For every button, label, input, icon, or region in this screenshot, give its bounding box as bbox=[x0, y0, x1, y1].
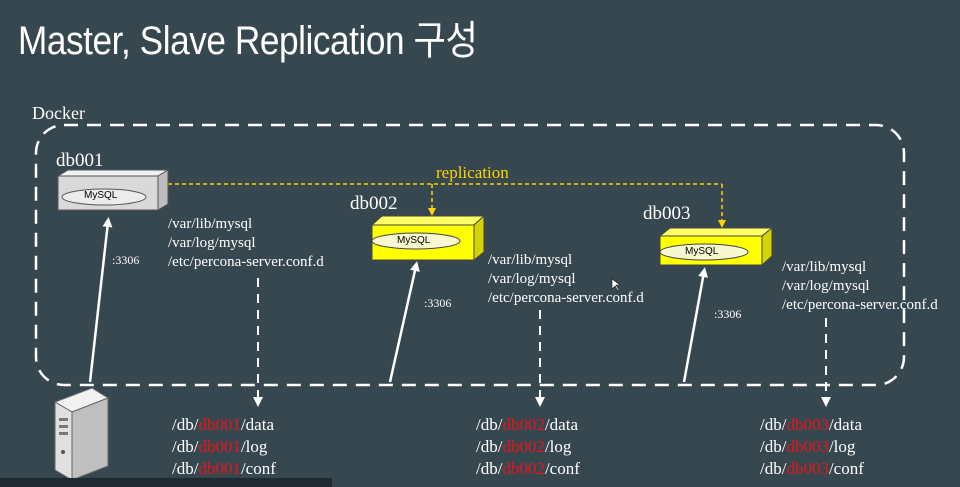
volume-line: /db/db001/data bbox=[172, 415, 274, 434]
db001-volumes: /db/db001/data /db/db001/log /db/db001/c… bbox=[172, 414, 276, 480]
path-line: /var/lib/mysql bbox=[168, 216, 253, 232]
db003-engine: MySQL bbox=[685, 246, 719, 257]
volume-line: /db/db002/data bbox=[476, 415, 578, 434]
db002-engine: MySQL bbox=[397, 235, 431, 246]
path-line: /var/log/mysql bbox=[488, 271, 576, 287]
db002-port: :3306 bbox=[424, 296, 452, 310]
port-arrow-db001 bbox=[88, 217, 113, 383]
volume-line: /db/db002/conf bbox=[476, 459, 580, 478]
replication-label: replication bbox=[436, 163, 509, 182]
db002-paths: /var/lib/mysql /var/log/mysql /etc/perco… bbox=[488, 251, 644, 308]
docker-label: Docker bbox=[32, 103, 85, 123]
db003-volumes: /db/db003/data /db/db003/log /db/db003/c… bbox=[760, 414, 864, 480]
path-line: /var/log/mysql bbox=[168, 235, 256, 251]
db002-container bbox=[370, 214, 486, 262]
db001-name: db001 bbox=[56, 150, 104, 171]
path-line: /etc/percona-server.conf.d bbox=[782, 297, 938, 313]
port-arrow-db003 bbox=[682, 267, 709, 383]
db002-volumes: /db/db002/data /db/db002/log /db/db002/c… bbox=[476, 414, 580, 480]
page-title: Master, Slave Replication 구성 bbox=[18, 19, 478, 63]
volume-line: /db/db001/conf bbox=[172, 459, 276, 478]
db001-port: :3306 bbox=[112, 253, 140, 267]
port-arrow-db002 bbox=[388, 261, 420, 383]
db003-port: :3306 bbox=[714, 307, 742, 321]
path-line: /var/lib/mysql bbox=[488, 252, 573, 268]
volume-line: /db/db003/log bbox=[760, 437, 856, 456]
db003-container bbox=[658, 226, 774, 267]
db001-container bbox=[56, 169, 170, 211]
volume-line: /db/db001/log bbox=[172, 437, 268, 456]
server-tower-icon bbox=[53, 387, 110, 481]
volume-line: /db/db003/data bbox=[760, 415, 862, 434]
path-line: /etc/percona-server.conf.d bbox=[168, 254, 324, 270]
path-line: /etc/percona-server.conf.d bbox=[488, 290, 644, 306]
db001-engine: MySQL bbox=[84, 190, 118, 201]
path-line: /var/lib/mysql bbox=[782, 259, 867, 275]
path-line: /var/log/mysql bbox=[782, 278, 870, 294]
volume-line: /db/db003/conf bbox=[760, 459, 864, 478]
db001-paths: /var/lib/mysql /var/log/mysql /etc/perco… bbox=[168, 215, 324, 272]
db002-name: db002 bbox=[350, 193, 398, 214]
db003-name: db003 bbox=[643, 203, 691, 224]
taskbar-strip bbox=[0, 478, 332, 487]
db003-paths: /var/lib/mysql /var/log/mysql /etc/perco… bbox=[782, 258, 938, 315]
mouse-cursor-icon bbox=[611, 278, 621, 292]
volume-line: /db/db002/log bbox=[476, 437, 572, 456]
